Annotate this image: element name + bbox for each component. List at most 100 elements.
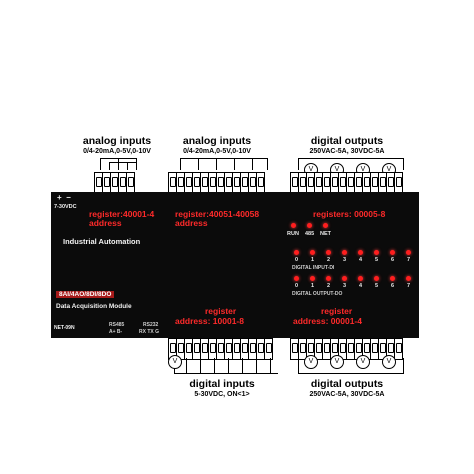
wire bbox=[186, 358, 187, 374]
power-label: 7-30VDC bbox=[54, 204, 77, 210]
led-num: 1 bbox=[311, 283, 315, 289]
reg3-line1: registers: 00005-8 bbox=[313, 209, 386, 219]
led-di bbox=[406, 250, 411, 255]
led-run bbox=[291, 223, 296, 228]
led-label: NET bbox=[320, 231, 331, 237]
led-num: 1 bbox=[311, 257, 315, 263]
terminal-block-di bbox=[168, 338, 273, 360]
top-do-title: digital outputs bbox=[310, 135, 384, 147]
reg4-line2: address: 10001-8 bbox=[175, 316, 244, 326]
load-symbol: V bbox=[382, 355, 396, 369]
wire bbox=[180, 158, 181, 170]
wire bbox=[100, 158, 101, 170]
terminal-block-ai2 bbox=[168, 172, 265, 194]
terminal-block-do-top bbox=[290, 172, 403, 194]
led-num: 2 bbox=[327, 257, 331, 263]
wire bbox=[174, 373, 278, 374]
reg4-line1: register bbox=[205, 306, 237, 316]
rs232-label: RS232 bbox=[143, 322, 159, 328]
led-di bbox=[342, 250, 347, 255]
module-body: 7-30VDC + − register:40001-4 address reg… bbox=[51, 192, 419, 338]
wire bbox=[298, 373, 404, 374]
led-num: 4 bbox=[359, 283, 363, 289]
led-do bbox=[390, 276, 395, 281]
terminal-block-ai1 bbox=[94, 172, 135, 194]
led-do bbox=[294, 276, 299, 281]
wire bbox=[298, 158, 299, 170]
top-do-rating: 250VAC-5A, 30VDC-5A bbox=[309, 148, 385, 155]
do-caption: DIGITAL OUTPUT-DO bbox=[292, 291, 343, 297]
load-symbol: V bbox=[304, 355, 318, 369]
wire bbox=[174, 368, 175, 374]
wire bbox=[100, 158, 137, 159]
bottom-di-range: 5-30VDC, ON<1> bbox=[194, 391, 250, 398]
led-num: 5 bbox=[375, 257, 379, 263]
wire bbox=[256, 358, 257, 374]
wire bbox=[298, 158, 404, 159]
top-ai2-title: analog inputs bbox=[182, 135, 252, 147]
load-symbol: V bbox=[330, 355, 344, 369]
model-name: 8AI/4AO/8DI/8DO bbox=[56, 291, 115, 298]
wire bbox=[298, 358, 299, 374]
net-label: NET-09N bbox=[54, 325, 75, 331]
led-num: 6 bbox=[391, 257, 395, 263]
led-di bbox=[358, 250, 363, 255]
led-num: 6 bbox=[391, 283, 395, 289]
wire bbox=[214, 358, 215, 374]
module-description: Data Acquisition Module bbox=[56, 303, 132, 310]
led-num: 3 bbox=[343, 283, 347, 289]
terminal-block-do-bottom bbox=[290, 338, 403, 360]
reg1-line2: address bbox=[89, 218, 122, 228]
reg5-line2: address: 00001-4 bbox=[293, 316, 362, 326]
top-ai1-range: 0/4-20mA,0-5V,0-10V bbox=[83, 148, 151, 155]
led-num: 7 bbox=[407, 257, 411, 263]
led-do bbox=[342, 276, 347, 281]
led-do bbox=[374, 276, 379, 281]
wire bbox=[403, 358, 404, 374]
led-do bbox=[310, 276, 315, 281]
led-num: 2 bbox=[327, 283, 331, 289]
led-num: 5 bbox=[375, 283, 379, 289]
bottom-do-rating: 250VAC-5A, 30VDC-5A bbox=[309, 391, 385, 398]
led-485 bbox=[307, 223, 312, 228]
led-label: 485 bbox=[305, 231, 315, 237]
bottom-do-title: digital outputs bbox=[310, 378, 384, 390]
led-di bbox=[326, 250, 331, 255]
led-num: 3 bbox=[343, 257, 347, 263]
bottom-di-title: digital inputs bbox=[189, 378, 255, 390]
wire bbox=[228, 358, 229, 374]
reg2-line2: address bbox=[175, 218, 208, 228]
top-ai2-range: 0/4-20mA,0-5V,0-10V bbox=[183, 148, 251, 155]
wire bbox=[180, 158, 268, 159]
rs232-pins: RX TX G bbox=[139, 329, 160, 335]
di-caption: DIGITAL INPUT-DI bbox=[292, 265, 335, 271]
source-symbol: V bbox=[168, 355, 182, 369]
led-do bbox=[326, 276, 331, 281]
led-label: RUN bbox=[287, 231, 299, 237]
wire bbox=[200, 358, 201, 374]
wire bbox=[127, 162, 128, 170]
wire bbox=[109, 162, 110, 170]
wire bbox=[198, 158, 199, 170]
led-di bbox=[390, 250, 395, 255]
rs485-pins: A+ B- bbox=[109, 329, 123, 335]
wire bbox=[252, 158, 253, 170]
led-num: 0 bbox=[295, 283, 299, 289]
reg5-line1: register bbox=[321, 306, 353, 316]
led-di bbox=[310, 250, 315, 255]
led-di bbox=[294, 250, 299, 255]
led-do bbox=[358, 276, 363, 281]
wire bbox=[242, 358, 243, 374]
reg1-line1: register:40001-4 bbox=[89, 209, 155, 219]
led-di bbox=[374, 250, 379, 255]
led-num: 0 bbox=[295, 257, 299, 263]
rs485-label: RS485 bbox=[109, 322, 125, 328]
company-name: Industrial Automation bbox=[63, 237, 141, 246]
reg2-line1: register:40051-40058 bbox=[175, 209, 260, 219]
led-num: 7 bbox=[407, 283, 411, 289]
power-terminal-marks: + − bbox=[57, 193, 71, 202]
wire bbox=[216, 158, 217, 170]
wire bbox=[118, 158, 119, 170]
wire bbox=[136, 158, 137, 170]
